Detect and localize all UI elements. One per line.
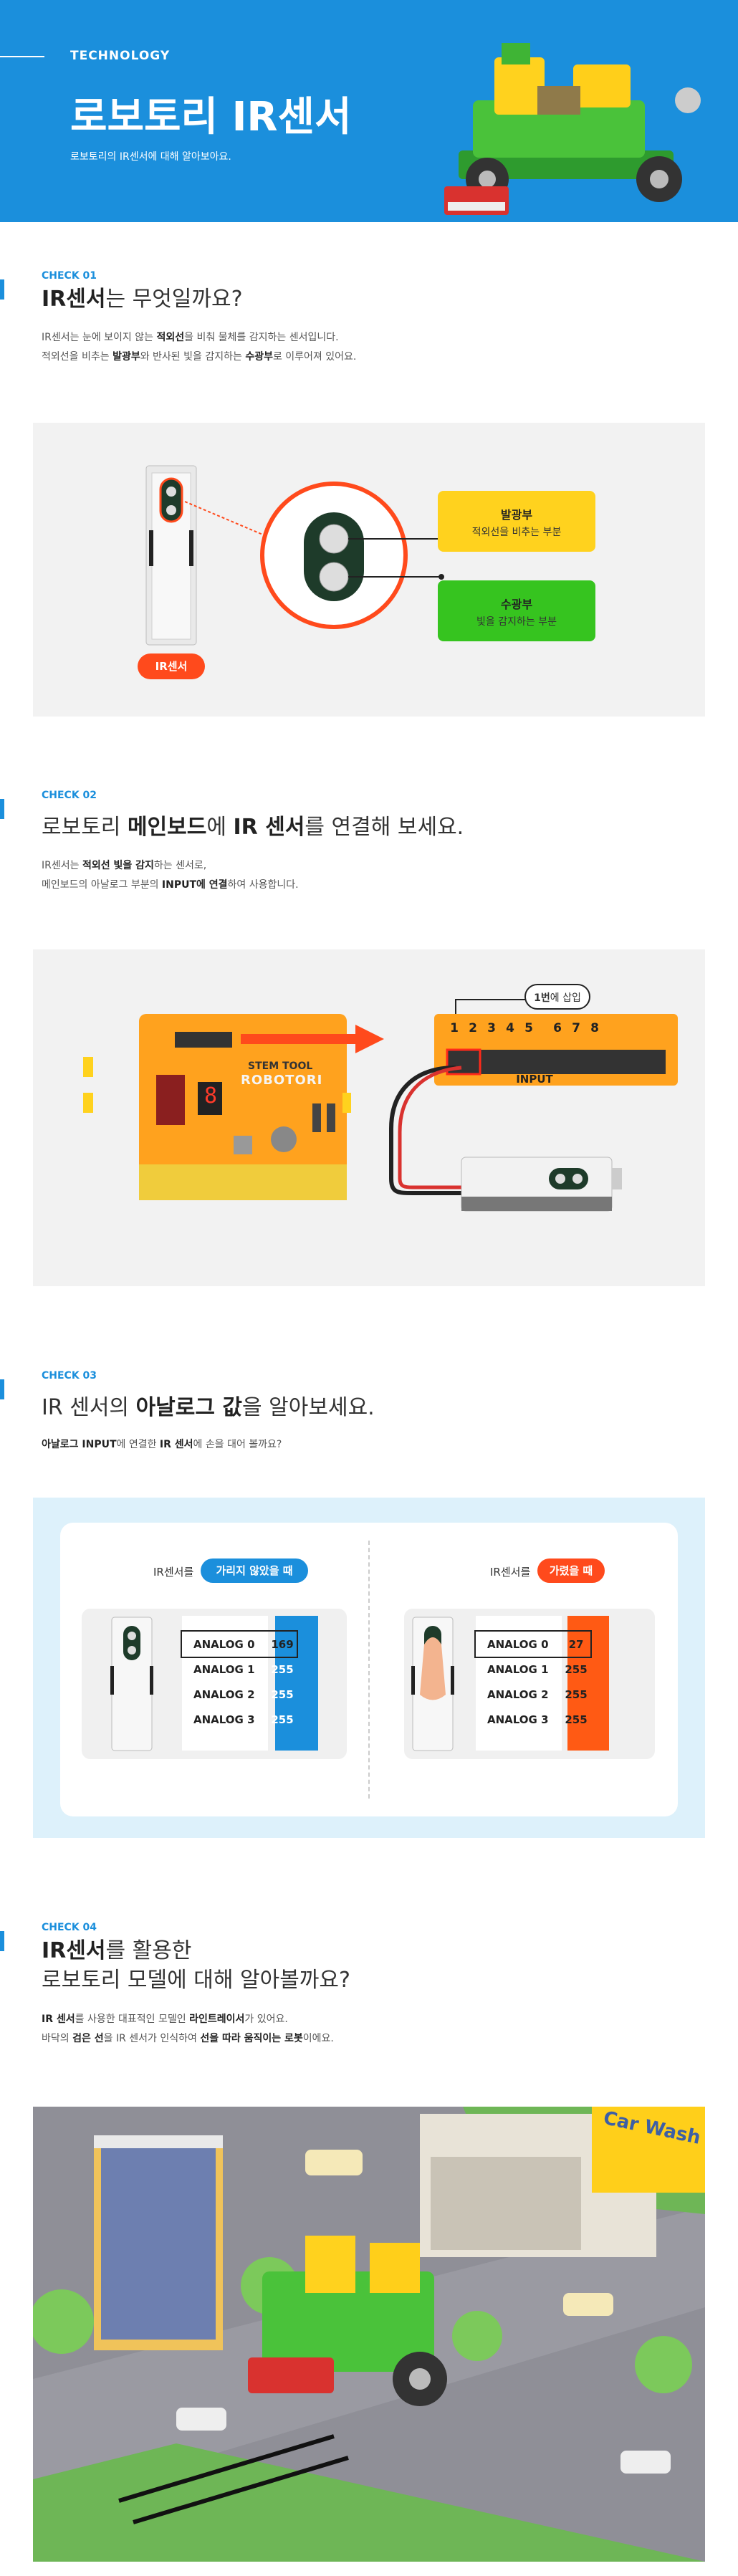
check-label: CHECK 01 xyxy=(42,270,97,282)
section-marker xyxy=(0,799,4,819)
receiver-description: 빛을 감지하는 부분 xyxy=(476,616,557,628)
analog-value: 255 xyxy=(271,1662,294,1676)
left-readout-box: ANALOG 0 169 ANALOG 1 255 ANALOG 2 255 ANAL… xyxy=(82,1609,347,1759)
table-row: ANALOG 2 255 xyxy=(476,1682,590,1707)
table-row: ANALOG 0 169 xyxy=(181,1630,298,1658)
analog-name: ANALOG 1 xyxy=(487,1662,549,1676)
board-digit-display: 8 xyxy=(203,1083,218,1109)
section-heading: IR 센서의 아날로그 값을 알아보세요. xyxy=(42,1395,375,1420)
check-02-section: CHECK 02 로보토리 메인보드에 IR 센서를 연결해 보세요. IR센서… xyxy=(0,777,738,1308)
table-row: ANALOG 3 255 xyxy=(476,1707,590,1732)
check-04-section: CHECK 04 IR센서를 활용한 로보토리 모델에 대해 알아볼까요? IR… xyxy=(0,1910,738,2576)
analog-value: 255 xyxy=(271,1713,294,1726)
section-heading: IR센서를 활용한 로보토리 모델에 대해 알아볼까요? xyxy=(42,1938,350,1993)
table-row: ANALOG 3 255 xyxy=(182,1707,297,1732)
section-description: IR 센서를 사용한 대표적인 모델인 라인트레이서가 있어요. 바닥의 검은 … xyxy=(42,2014,334,2044)
section-description: 아날로그 INPUT에 연결한 IR 센서에 손을 대어 볼까요? xyxy=(42,1439,282,1450)
section-heading: IR센서는 무엇일까요? xyxy=(42,287,243,312)
board-brand: ROBOTORI xyxy=(241,1073,323,1088)
ir-sensor-illustration xyxy=(145,465,595,646)
emitter-description: 적외선을 비추는 부분 xyxy=(471,527,562,538)
left-analog-table: ANALOG 0 169 ANALOG 1 255 ANALOG 2 255 ANAL… xyxy=(181,1630,298,1732)
card-divider xyxy=(368,1541,370,1799)
ir-sensor-diagram: 발광부 적외선을 비추는 부분 수광부 빛을 감지하는 부분 IR센서 xyxy=(33,423,705,717)
header-eyebrow: TECHNOLOGY xyxy=(70,49,171,63)
analog-name: ANALOG 3 xyxy=(193,1713,255,1726)
right-condition-prefix: IR센서를 xyxy=(490,1566,531,1579)
header-divider xyxy=(0,56,44,57)
left-condition-pill: 가리지 않았을 때 xyxy=(201,1558,308,1583)
port-number: 2 xyxy=(469,1021,477,1035)
city-scene-illustration xyxy=(33,2107,705,2562)
analog-name: ANALOG 2 xyxy=(193,1687,255,1701)
insert-port-callout: 1번에 삽입 xyxy=(524,984,590,1010)
section-marker xyxy=(0,1931,4,1951)
robot-illustration xyxy=(444,43,701,215)
analog-card: IR센서를 가리지 않았을 때 ANALOG 0 169 ANALOG 1 255 … xyxy=(60,1523,678,1816)
emitter-title: 발광부 xyxy=(500,508,533,522)
input-label: INPUT xyxy=(516,1073,553,1086)
section-heading: 로보토리 메인보드에 IR 센서를 연결해 보세요. xyxy=(42,815,464,840)
mainboard-illustration xyxy=(83,999,678,1212)
analog-name: ANALOG 0 xyxy=(487,1637,549,1651)
analog-name: ANALOG 1 xyxy=(193,1662,255,1676)
port-number-row: 1 2 3 4 5 6 7 8 xyxy=(447,1021,662,1035)
table-row: ANALOG 2 255 xyxy=(182,1682,297,1707)
check-label: CHECK 04 xyxy=(42,1922,97,1933)
port-number: 6 xyxy=(553,1021,562,1035)
table-row: ANALOG 1 255 xyxy=(476,1657,590,1682)
analog-value: 27 xyxy=(568,1637,584,1651)
header-banner: TECHNOLOGY 로보토리 IR센서 로보토리의 IR센서에 대해 알아보아… xyxy=(0,0,738,222)
line-tracer-scene: Car Wash xyxy=(33,2107,705,2562)
covered-ir-sensor-icon xyxy=(411,1617,454,1751)
board-model: STEM TOOL xyxy=(248,1060,313,1072)
page-title: 로보토리 IR센서 xyxy=(70,94,352,140)
analog-value: 255 xyxy=(565,1713,588,1726)
analog-name: ANALOG 3 xyxy=(487,1713,549,1726)
check-01-section: CHECK 01 IR센서는 무엇일까요? IR센서는 눈에 보이지 않는 적외… xyxy=(0,258,738,731)
page-subtitle: 로보토리의 IR센서에 대해 알아보아요. xyxy=(70,151,231,163)
port-number: 4 xyxy=(506,1021,514,1035)
section-marker xyxy=(0,279,4,300)
analog-value: 255 xyxy=(565,1687,588,1701)
mainboard-connection-diagram: 8 STEM TOOL ROBOTORI 1번에 삽입 1 2 3 4 5 6 … xyxy=(33,949,705,1286)
right-analog-table: ANALOG 0 27 ANALOG 1 255 ANALOG 2 255 ANALO… xyxy=(474,1630,592,1732)
analog-value: 169 xyxy=(271,1637,294,1651)
section-description: IR센서는 적외선 빛을 감지하는 센서로, 메인보드의 아날로그 부분의 IN… xyxy=(42,860,299,891)
port-number: 7 xyxy=(572,1021,580,1035)
analog-name: ANALOG 0 xyxy=(193,1637,255,1651)
section-marker xyxy=(0,1379,4,1399)
port-number: 1 xyxy=(450,1021,459,1035)
left-condition-prefix: IR센서를 xyxy=(153,1566,194,1579)
analog-values-panel: IR센서를 가리지 않았을 때 ANALOG 0 169 ANALOG 1 255 … xyxy=(33,1498,705,1838)
table-row: ANALOG 1 255 xyxy=(182,1657,297,1682)
ir-sensor-tag: IR센서 xyxy=(138,653,205,679)
table-row: ANALOG 0 27 xyxy=(474,1630,592,1658)
ir-sensor-icon xyxy=(110,1617,153,1751)
section-description: IR센서는 눈에 보이지 않는 적외선을 비춰 물체를 감지하는 센서입니다. … xyxy=(42,332,357,363)
right-condition-pill: 가렸을 때 xyxy=(537,1558,605,1583)
right-readout-box: ANALOG 0 27 ANALOG 1 255 ANALOG 2 255 ANALO… xyxy=(404,1609,655,1759)
analog-value: 255 xyxy=(565,1662,588,1676)
receiver-title: 수광부 xyxy=(500,598,533,611)
port-number: 5 xyxy=(524,1021,533,1035)
check-label: CHECK 03 xyxy=(42,1370,97,1382)
port-number: 3 xyxy=(487,1021,496,1035)
check-label: CHECK 02 xyxy=(42,790,97,801)
port-number: 8 xyxy=(590,1021,599,1035)
analog-value: 255 xyxy=(271,1687,294,1701)
check-03-section: CHECK 03 IR 센서의 아날로그 값을 알아보세요. 아날로그 INPU… xyxy=(0,1358,738,1874)
analog-name: ANALOG 2 xyxy=(487,1687,549,1701)
